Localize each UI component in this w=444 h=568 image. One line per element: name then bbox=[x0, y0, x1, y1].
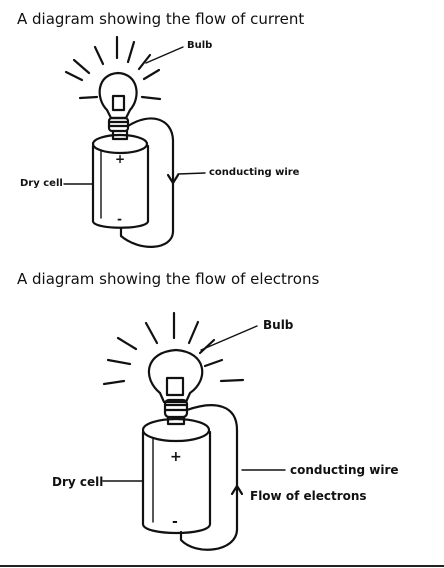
bulb-2-filament bbox=[165, 376, 185, 397]
conducting-wire-1-label: conducting wire bbox=[209, 167, 300, 178]
bulb-1-base bbox=[107, 116, 130, 133]
dry-cell-1-cap bbox=[111, 129, 129, 141]
dry-cell-2-minus: - bbox=[172, 514, 178, 530]
bulb-2-rays bbox=[102, 311, 245, 386]
bulb-1-filament bbox=[111, 94, 126, 112]
current-direction-arrow bbox=[166, 173, 180, 185]
diagram-1-title: A diagram showing the flow of current bbox=[17, 10, 305, 28]
electron-direction-arrow bbox=[230, 484, 244, 496]
diagram-2-drawing bbox=[102, 311, 286, 551]
bulb-1-pointer bbox=[145, 46, 184, 64]
wire-1-pointer bbox=[177, 172, 206, 175]
dry-cell-1-minus: - bbox=[117, 212, 122, 226]
bulb-2-label: Bulb bbox=[263, 318, 294, 332]
dry-cell-2-body bbox=[141, 430, 212, 535]
diagram-2-title: A diagram showing the flow of electrons bbox=[17, 270, 320, 288]
bulb-2-base-threads bbox=[163, 403, 189, 412]
flow-of-electrons-label: Flow of electrons bbox=[250, 489, 367, 503]
dry-cell-2-cap bbox=[166, 415, 186, 426]
conducting-wire-2-label: conducting wire bbox=[290, 463, 399, 477]
dry-cell-2-label: Dry cell bbox=[52, 475, 104, 489]
bottom-divider bbox=[0, 565, 444, 567]
conducting-wire-2 bbox=[179, 404, 239, 551]
bulb-2-glass bbox=[147, 348, 204, 404]
bulb-2-pointer bbox=[200, 325, 258, 351]
bulb-1-rays bbox=[64, 35, 162, 101]
bulb-1-label: Bulb bbox=[187, 40, 213, 51]
conducting-wire-1 bbox=[119, 117, 175, 248]
dry-cell-1-label: Dry cell bbox=[20, 178, 63, 189]
dry-cell-1-top bbox=[91, 133, 149, 155]
dry-cell-1-plus: + bbox=[115, 152, 126, 166]
bulb-1-glass bbox=[98, 71, 138, 120]
dry-cell-2-top bbox=[141, 417, 211, 443]
bulb-1-base-threads bbox=[107, 120, 130, 128]
dry-cell-2-plus: + bbox=[170, 449, 182, 465]
bulb-2-base bbox=[163, 398, 189, 419]
